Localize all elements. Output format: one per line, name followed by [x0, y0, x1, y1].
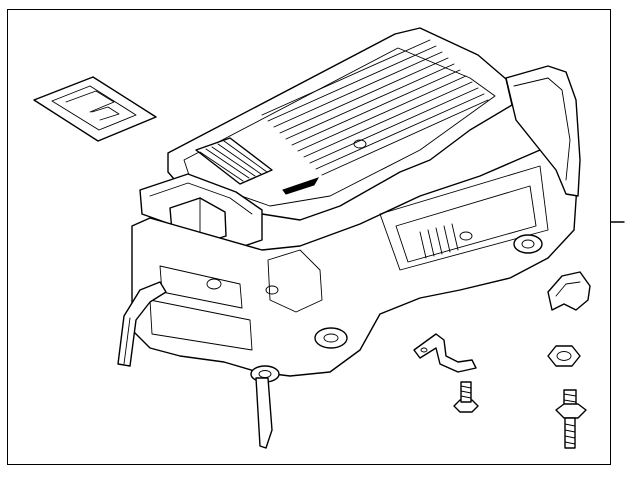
mounting-boss-center: [314, 327, 348, 349]
hex-nut: [547, 345, 581, 367]
mounting-boss-right: [513, 234, 543, 254]
wiring-bracket: [413, 333, 477, 373]
side-vent: [419, 223, 459, 259]
cooling-ribs: [261, 39, 489, 176]
drain-pipe: [255, 377, 273, 449]
hose-clip-cap: [547, 271, 591, 311]
stud-bolt: [555, 389, 587, 449]
inverter-assembly: [117, 27, 581, 449]
front-grille: [195, 137, 273, 185]
bolt: [453, 381, 479, 413]
diagram-frame: [7, 9, 611, 465]
coolant-hose: [117, 281, 167, 367]
warning-label: [33, 76, 157, 142]
